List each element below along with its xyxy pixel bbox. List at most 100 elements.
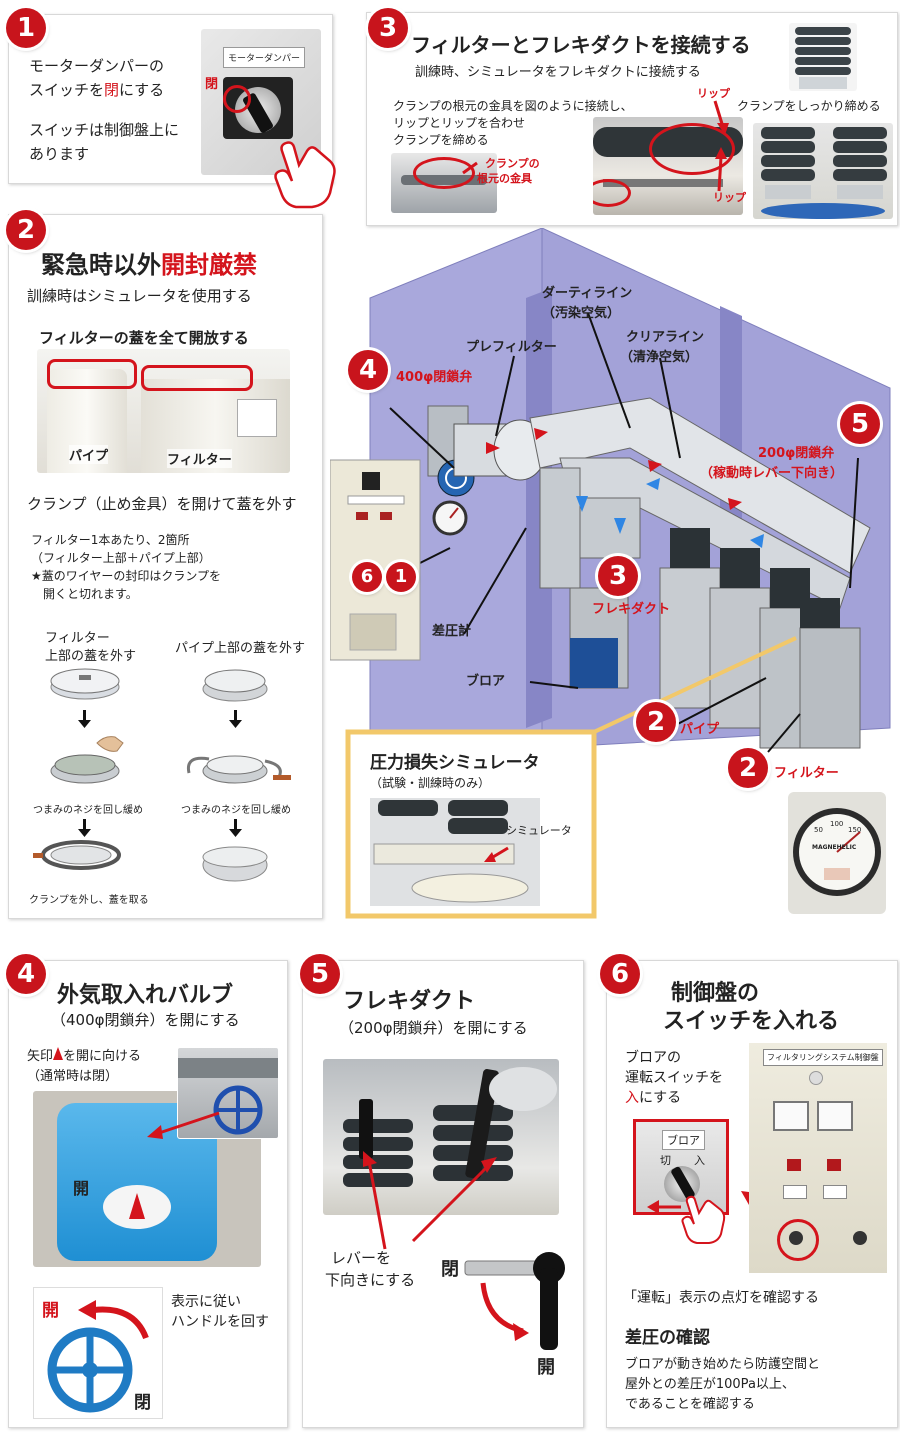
clamp-tightened-photo xyxy=(753,123,893,219)
simulator-label: シミュレータ xyxy=(506,824,572,837)
step2-title-b: 開封厳禁 xyxy=(161,251,257,279)
gauge-tick-50: 50 xyxy=(814,826,823,834)
step5-badge: 5 xyxy=(300,954,340,994)
step6-desc3-b: にする xyxy=(639,1090,682,1106)
blower-switch-off: 切 xyxy=(660,1154,671,1167)
step4-panel: 外気取入れバルブ （400φ閉鎖弁）を開にする 矢印を開に向ける （通常時は閉）… xyxy=(8,960,288,1428)
step3-tighten: クランプをしっかり締める xyxy=(737,99,881,113)
valve200-label-2: （稼動時レバー下向き） xyxy=(700,466,844,481)
lid-photo-pipe-label: パイプ xyxy=(69,445,109,464)
step3-panel: フィルターとフレキダクトを接続する 訓練時、シミュレータをフレキダクトに接続する… xyxy=(366,12,898,226)
valve400-label: 400φ閉鎖弁 xyxy=(396,370,473,385)
step4-arrow-note: 矢印を開に向ける xyxy=(27,1045,141,1064)
lever-open-label: 開 xyxy=(537,1357,555,1378)
control-panel-title: フィルタリングシステム制御盤 xyxy=(763,1049,883,1066)
blower-switch-closeup: ブロア 切 入 xyxy=(633,1119,729,1215)
step5-subtitle: （200φ閉鎖弁）を開にする xyxy=(339,1019,528,1037)
step1-line4: あります xyxy=(29,145,90,163)
step1-line2-c: にする xyxy=(119,81,165,99)
handle-diagram: 開 閉 xyxy=(33,1287,163,1419)
diagram-badge-2-filter: 2 xyxy=(728,748,768,788)
step2-note2: （フィルター上部＋パイプ上部） xyxy=(31,551,211,565)
step6-panel: 制御盤の スイッチを入れる ブロアの 運転スイッチを 入にする ブロア 切 入 … xyxy=(606,960,898,1428)
clamp-base-label-2: 根元の金具 xyxy=(477,172,532,185)
diagram-badge-5: 5 xyxy=(840,404,880,444)
step2-clamp-heading: クランプ（止め金具）を開けて蓋を外す xyxy=(27,495,297,513)
step6-title1: 制御盤の xyxy=(671,981,760,1006)
gauge-tick-100: 100 xyxy=(830,820,844,828)
control-panel-photo: フィルタリングシステム制御盤 xyxy=(749,1043,887,1273)
pipe-label: パイプ xyxy=(680,722,720,737)
step4-arrow-note-b: を開に向ける xyxy=(63,1049,142,1064)
step4-badge: 4 xyxy=(6,954,46,994)
flexduct-bellows-photo xyxy=(789,23,857,91)
motor-damper-plate: モーターダンパー xyxy=(223,47,306,68)
filtering-system-diagram: ダーティライン （汚染空気） クリアライン （清浄空気） プレフィルター 400… xyxy=(330,228,900,928)
blower-label: ブロア xyxy=(466,674,506,689)
step1-panel: モーターダンパーの スイッチを閉にする スイッチは制御盤上に あります モーター… xyxy=(8,14,336,209)
diagram-badge-3: 3 xyxy=(598,556,638,596)
step3-badge: 3 xyxy=(368,8,408,48)
valve-handle-icon xyxy=(47,1300,149,1413)
step2-note1: フィルター1本あたり、2箇所 xyxy=(31,533,190,547)
gauge-tick-150: 150 xyxy=(848,826,862,834)
clear-line-label-1: クリアライン xyxy=(626,330,705,345)
step2-subtitle: 訓練時はシミュレータを使用する xyxy=(27,287,252,305)
pressure-check-title: 差圧の確認 xyxy=(625,1328,710,1348)
step1-badge: 1 xyxy=(6,8,46,48)
step6-desc3-on: 入 xyxy=(625,1090,639,1106)
prefilter-label: プレフィルター xyxy=(466,340,557,355)
step1-line2-a: スイッチを xyxy=(29,81,105,99)
diagram-badge-2-pipe: 2 xyxy=(636,702,676,742)
valve200-label-1: 200φ閉鎖弁 xyxy=(758,446,835,461)
step4-instr1: 表示に従い xyxy=(171,1294,241,1310)
step3-title: フィルターとフレキダクトを接続する xyxy=(411,33,751,57)
dirty-line-label-2: （汚染空気） xyxy=(542,306,621,321)
step6-desc2: 運転スイッチを xyxy=(625,1070,723,1086)
step3-desc2: リップとリップを合わせ xyxy=(393,116,526,130)
step2-note3: ★蓋のワイヤーの封印はクランプを xyxy=(31,569,222,583)
clamp-base-label-1: クランプの xyxy=(485,157,540,170)
motor-damper-switch-photo: モーターダンパー 閉 xyxy=(201,29,321,175)
step4-arrow-note-a: 矢印 xyxy=(27,1049,54,1064)
step2-badge: 2 xyxy=(6,210,46,250)
valve-handle-photo xyxy=(177,1047,279,1139)
step6-desc1: ブロアの xyxy=(625,1050,681,1066)
pressure-check-3: であることを確認する xyxy=(625,1397,755,1412)
step2-caption-loosen-right: つまみのネジを回し緩め xyxy=(181,805,291,816)
step3-subtitle: 訓練時、シミュレータをフレキダクトに接続する xyxy=(415,65,701,80)
lever-close-label: 閉 xyxy=(441,1259,459,1280)
flexduct-label: フレキダクト xyxy=(592,602,671,617)
step1-line1: モーターダンパーの xyxy=(29,57,165,75)
gauge-brand-text: MAGNEHELIC xyxy=(812,844,857,851)
valve-open-mark: 開 xyxy=(73,1179,90,1198)
handle-close-label: 閉 xyxy=(134,1393,151,1413)
step2-col2-heading: パイプ上部の蓋を外す xyxy=(175,641,306,656)
simulator-title: 圧力損失シミュレータ xyxy=(370,753,540,773)
step4-instr2: ハンドルを回す xyxy=(171,1314,269,1330)
step5-panel: フレキダクト （200φ閉鎖弁）を開にする レバーを 下向きにする 閉 開 xyxy=(302,960,584,1428)
step2-col1-heading2: 上部の蓋を外す xyxy=(45,649,137,664)
flexduct-lever-photo xyxy=(323,1059,559,1215)
step4-title: 外気取入れバルブ xyxy=(57,983,234,1008)
dirty-line-label-1: ダーティライン xyxy=(542,286,633,301)
blower-switch-on: 入 xyxy=(694,1154,705,1167)
clamp-base-photo xyxy=(391,153,497,213)
step2-lid-heading: フィルターの蓋を全て開放する xyxy=(39,329,249,347)
step2-panel: 緊急時以外開封厳禁 訓練時はシミュレータを使用する フィルターの蓋を全て開放する… xyxy=(8,214,323,919)
step2-caption-loosen-left: つまみのネジを回し緩め xyxy=(33,805,143,816)
handle-open-label: 開 xyxy=(42,1301,59,1321)
filter-label: フィルター xyxy=(774,766,839,781)
step5-title: フレキダクト xyxy=(343,989,476,1014)
step1-close-mark: 閉 xyxy=(205,77,219,92)
step6-desc3: 入にする xyxy=(625,1087,681,1107)
lip-bottom-label: リップ xyxy=(713,191,746,204)
pointing-hand-icon xyxy=(274,141,336,209)
step1-line3: スイッチは制御盤上に xyxy=(29,121,180,139)
step4-subtitle: （400φ閉鎖弁）を開にする xyxy=(51,1011,240,1029)
step2-note4: 開くと切れます。 xyxy=(43,587,138,601)
clear-line-label-2: （清浄空気） xyxy=(620,350,699,365)
step1-line2-close: 閉 xyxy=(104,81,120,99)
lip-top-label: リップ xyxy=(697,87,730,100)
step6-badge: 6 xyxy=(600,954,640,994)
